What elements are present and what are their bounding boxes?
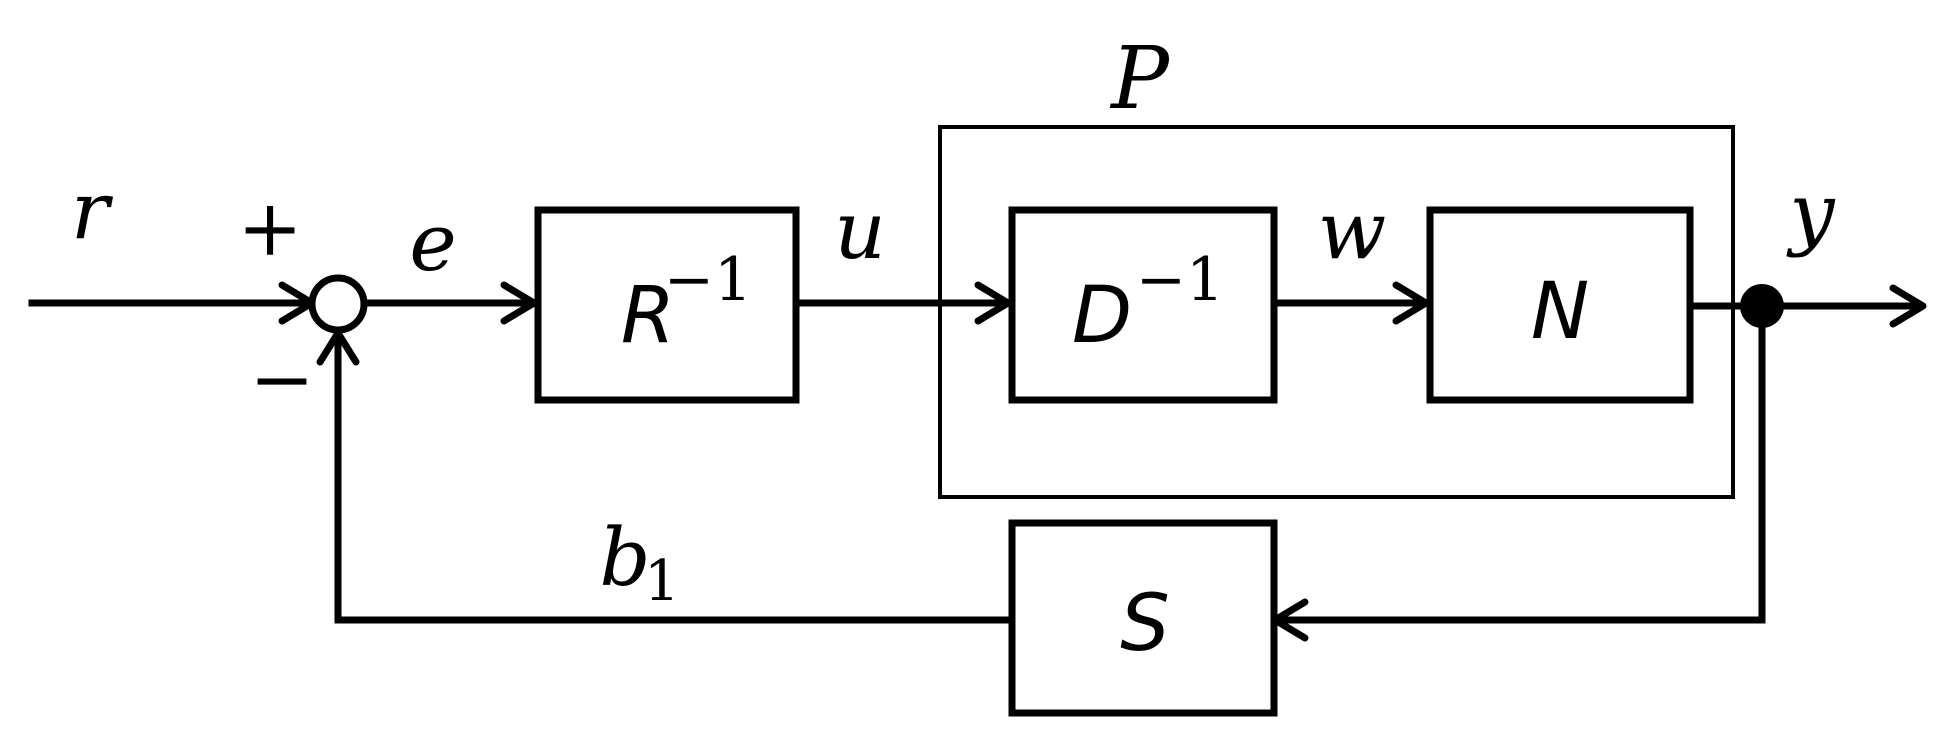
summing-junction	[308, 274, 368, 334]
signal-e-label: e	[409, 196, 456, 289]
signal-y-label: y	[1786, 166, 1836, 259]
feedback-line-left	[334, 332, 1012, 624]
signal-w-label: w	[1318, 184, 1386, 277]
internal-arrowhead	[1392, 281, 1430, 325]
block-r-inverse-label: R	[621, 271, 675, 361]
feedback-arrowhead-junction	[316, 329, 360, 366]
block-n-label: N	[1531, 267, 1589, 357]
block-r-inverse	[534, 206, 800, 404]
block-s-label: S	[1120, 579, 1170, 669]
plant-group-box	[938, 125, 1735, 499]
output-arrowhead	[1889, 284, 1927, 328]
block-d-inverse-superscript: −1	[1136, 245, 1224, 315]
feedback-line-right	[1276, 302, 1766, 624]
block-s	[1008, 519, 1278, 717]
block-d-inverse	[1008, 206, 1278, 404]
plus-sign: +	[237, 184, 302, 274]
minus-sign: −	[249, 335, 314, 425]
signal-r-label: r	[71, 164, 114, 257]
signal-u-label: u	[834, 184, 886, 277]
signal-b1-label: b	[599, 511, 650, 604]
block-n	[1426, 206, 1694, 404]
error-arrowhead	[500, 281, 538, 325]
block-d-inverse-label: D	[1072, 271, 1132, 361]
signal-b1-subscript: 1	[644, 549, 680, 614]
block-r-inverse-superscript: −1	[664, 245, 752, 315]
plant-group-label: P	[1109, 29, 1171, 129]
control-arrowhead	[974, 281, 1012, 325]
